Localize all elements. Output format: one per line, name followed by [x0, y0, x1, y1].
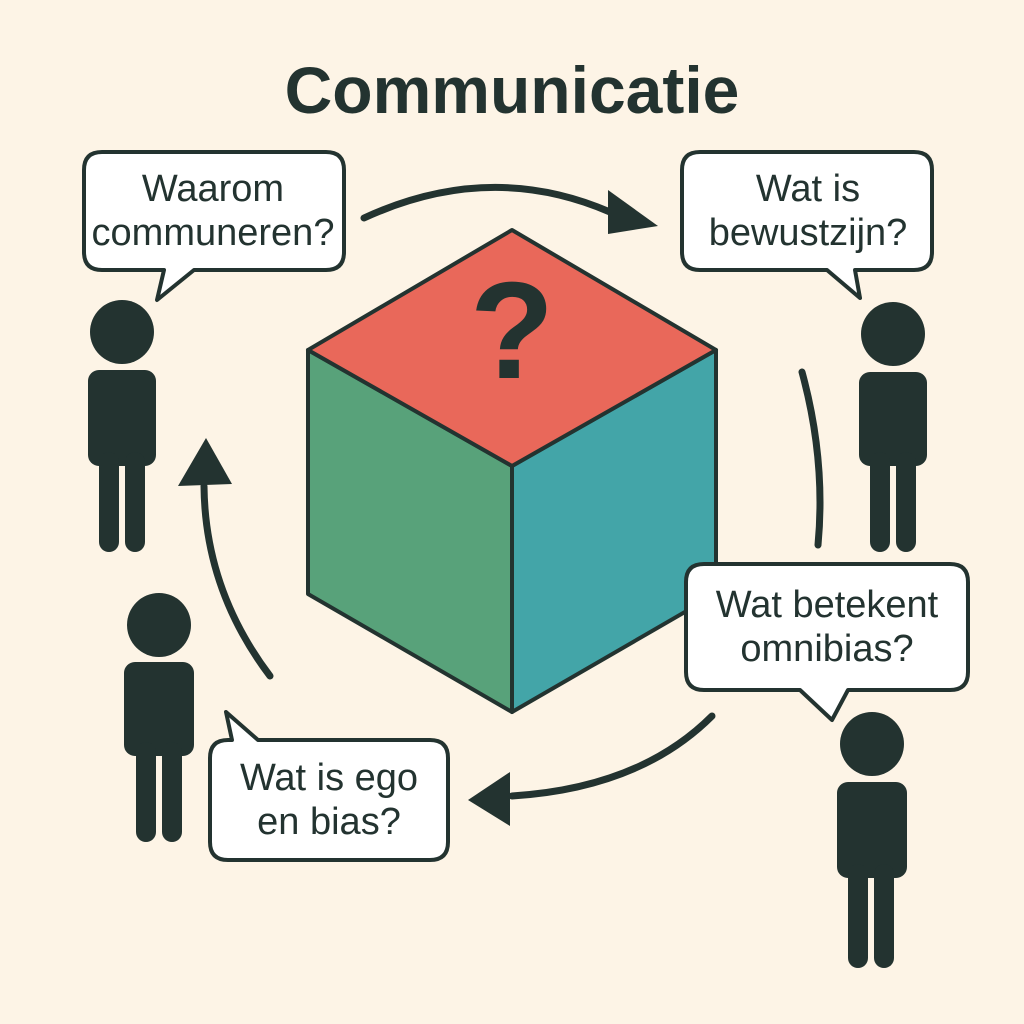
- speech-bubble-icon: [82, 150, 346, 302]
- speech-bubble-bottom-left: [208, 710, 450, 862]
- arrow-left-head-icon: [178, 438, 232, 486]
- question-line: Wat is ego: [239, 757, 419, 799]
- speech-bubble-right: [684, 562, 970, 722]
- arrow-right-icon: [798, 368, 824, 549]
- arrow-bottom-icon: [508, 712, 716, 800]
- arrow-bottom-head-icon: [468, 772, 510, 826]
- question-line: bewustzijn?: [708, 212, 908, 254]
- speech-bubble-top-left: [82, 150, 346, 302]
- arrow-top-head-icon: [608, 190, 658, 234]
- page-title: Communicatie: [284, 53, 740, 127]
- question-line: Wat is: [755, 168, 861, 210]
- question-line: omnibias?: [740, 628, 914, 670]
- speech-bubble-icon: [680, 150, 934, 300]
- question-line: Wat betekent: [715, 584, 939, 626]
- question-line: communeren?: [91, 212, 335, 254]
- arrow-left-icon: [200, 482, 274, 680]
- question-wat-is-ego-en-bias: Wat is ego en bias?: [211, 741, 447, 859]
- speech-bubble-top-right: [680, 150, 934, 300]
- question-wat-is-bewustzijn: Wat is bewustzijn?: [685, 155, 931, 267]
- person-icon: [837, 712, 907, 968]
- question-line: Waarom: [141, 168, 285, 210]
- question-waarom-communeren: Waarom communeren?: [84, 155, 342, 267]
- person-icon: [859, 302, 927, 552]
- question-wat-betekent-omnibias: Wat betekent omnibias?: [687, 567, 967, 687]
- person-icon: [124, 593, 194, 842]
- cube-question-mark: ?: [470, 254, 554, 408]
- arrow-top-icon: [360, 183, 614, 222]
- question-cube-icon: ?: [306, 228, 718, 714]
- cycle-arrows: [178, 183, 824, 826]
- question-line: en bias?: [257, 801, 401, 843]
- speech-bubble-icon: [684, 562, 970, 722]
- person-icon: [88, 300, 156, 552]
- speech-bubble-icon: [208, 710, 450, 862]
- cube-top-face: [306, 228, 718, 468]
